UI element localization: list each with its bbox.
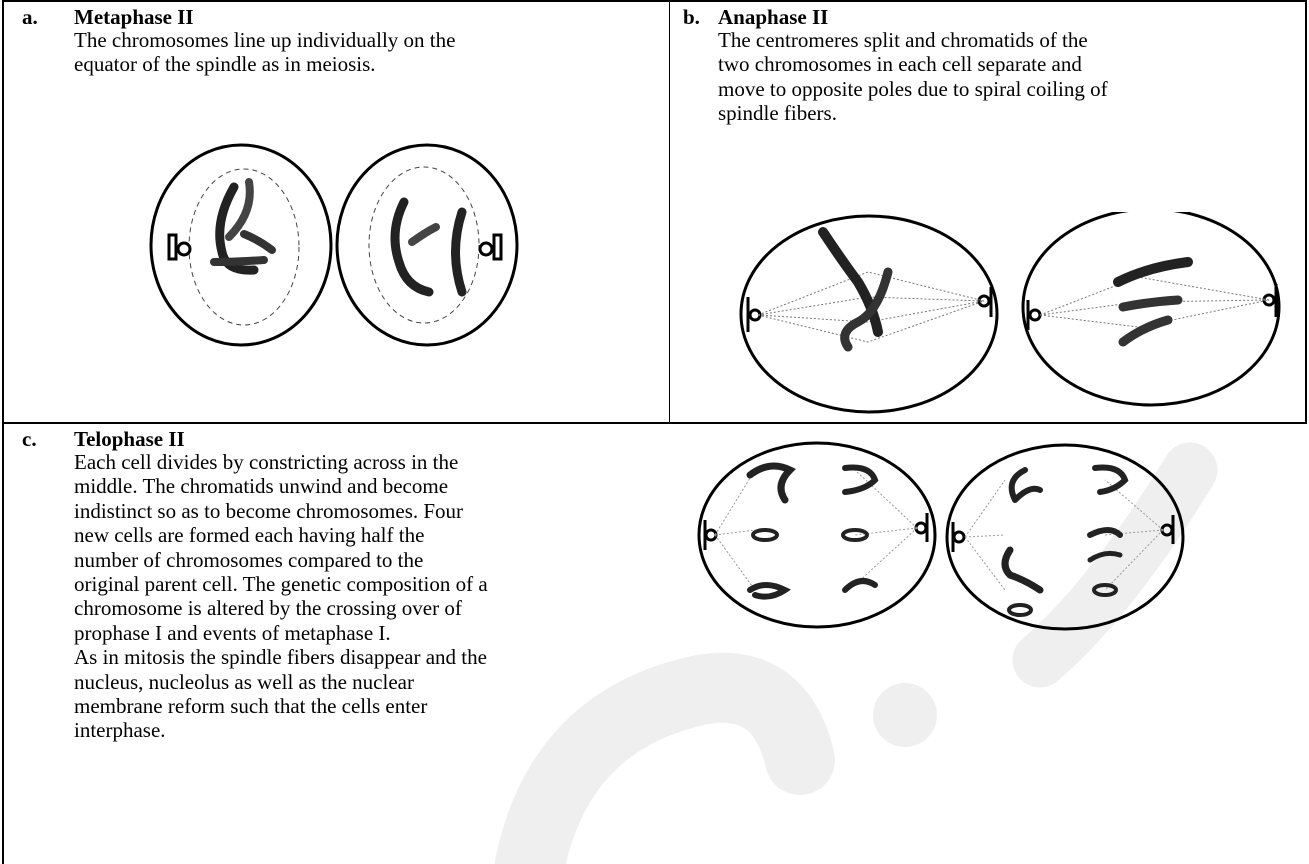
chromosome <box>412 227 436 242</box>
text-line: interphase. <box>74 718 664 742</box>
text-line: prophase I and events of metaphase I. <box>74 621 664 645</box>
chromosome <box>845 581 875 590</box>
text-line: number of chromosomes compared to the <box>74 548 664 572</box>
section-heading: Metaphase II <box>74 5 194 29</box>
section-heading: Anaphase II <box>718 5 828 29</box>
chromosome <box>845 468 875 493</box>
spindle-fibers <box>965 480 1163 590</box>
text-line: move to opposite poles due to spiral coi… <box>718 77 1278 101</box>
centriole-right <box>494 235 501 259</box>
centriole-left-dot <box>706 530 716 540</box>
chromosome <box>1118 262 1188 282</box>
text-line: As in mitosis the spindle fibers disappe… <box>74 645 664 669</box>
chromosome <box>750 585 785 597</box>
text-line: middle. The chromatids unwind and become <box>74 474 664 498</box>
chromosome <box>753 530 777 540</box>
chromosome <box>750 466 790 500</box>
centriole-right-dot <box>480 243 492 255</box>
centriole-left-dot <box>1030 310 1040 320</box>
spindle-fibers <box>715 470 917 590</box>
section-telophase-ii: c. Telophase II Each cell divides by con… <box>2 423 670 864</box>
text-line: The chromosomes line up individually on … <box>74 28 634 52</box>
text-line: The centromeres split and chromatids of … <box>718 28 1278 52</box>
chromosome <box>1094 585 1116 595</box>
section-letter: a. <box>22 5 38 29</box>
text-line: spindle fibers. <box>718 101 1278 125</box>
chromosome <box>1009 605 1031 615</box>
text-line: indistinct so as to become chromosomes. … <box>74 499 664 523</box>
cell-right <box>947 445 1183 629</box>
centriole-left-dot <box>178 243 190 255</box>
nucleus-right <box>369 167 479 323</box>
centriole-left <box>169 235 176 259</box>
telophase-ii-figure <box>695 440 1190 640</box>
text-line: original parent cell. The genetic compos… <box>74 572 664 596</box>
chromosome <box>843 530 867 540</box>
chromosome <box>244 234 272 250</box>
section-description: The chromosomes line up individually on … <box>74 28 634 77</box>
text-line: Each cell divides by constricting across… <box>74 450 664 474</box>
section-metaphase-ii: a. Metaphase II The chromosomes line up … <box>2 0 670 424</box>
centriole-right-dot <box>916 523 926 533</box>
centriole-right-dot <box>1162 525 1172 535</box>
text-line: equator of the spindle as in meiosis. <box>74 52 634 76</box>
metaphase-ii-figure <box>144 142 534 362</box>
text-line: membrane reform such that the cells ente… <box>74 694 664 718</box>
anaphase-ii-figure <box>738 212 1298 417</box>
chromosome <box>456 212 463 292</box>
cell-right <box>1023 212 1279 405</box>
text-line: new cells are formed each having half th… <box>74 523 664 547</box>
section-anaphase-ii: b. Anaphase II The centromeres split and… <box>669 0 1307 424</box>
chromosome <box>214 260 264 262</box>
section-description: Each cell divides by constricting across… <box>74 450 664 743</box>
chromosome <box>1090 553 1120 560</box>
section-letter: c. <box>22 427 37 451</box>
text-line: chromosome is altered by the crossing ov… <box>74 596 664 620</box>
chromosome <box>1095 468 1125 493</box>
chromosome <box>1012 470 1040 500</box>
section-description: The centromeres split and chromatids of … <box>718 28 1278 126</box>
section-letter: b. <box>683 5 700 29</box>
text-line: two chromosomes in each cell separate an… <box>718 52 1278 76</box>
divider <box>669 423 1244 424</box>
chromosome <box>1005 550 1040 590</box>
centriole-left-dot <box>954 532 964 542</box>
chromosome <box>395 202 429 292</box>
cell-left <box>699 443 935 627</box>
section-heading: Telophase II <box>74 427 185 451</box>
nucleus-left <box>189 169 299 325</box>
chromosome <box>1123 300 1178 307</box>
chromosome <box>1123 320 1168 342</box>
chromosome <box>1090 530 1120 535</box>
text-line: nucleus, nucleolus as well as the nuclea… <box>74 670 664 694</box>
watermark-dot <box>873 683 937 747</box>
